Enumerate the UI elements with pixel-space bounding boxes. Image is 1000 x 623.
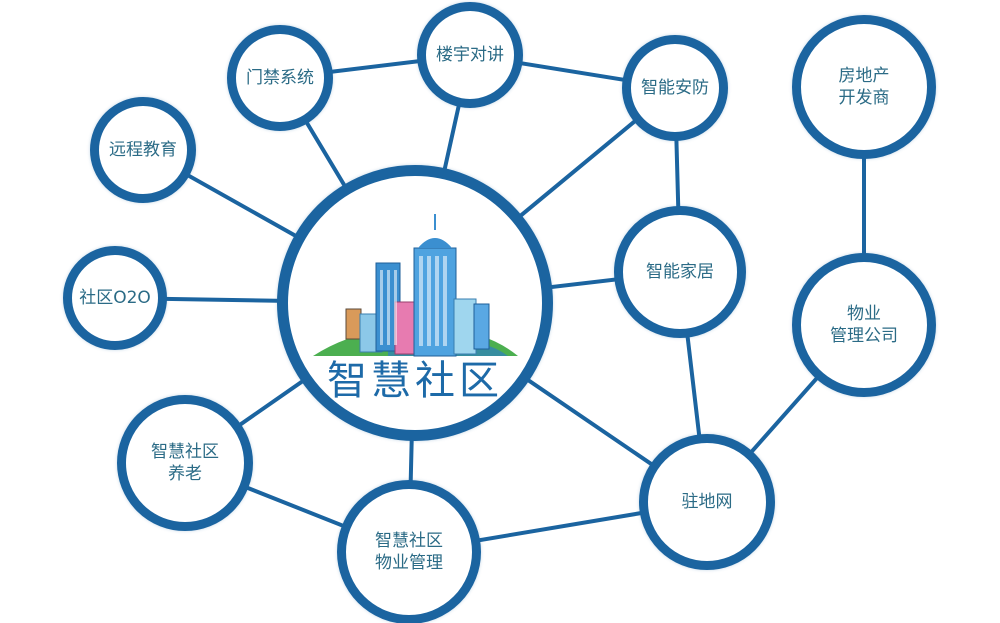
node-real-estate-developer[interactable]: 房地产 开发商 [792,15,936,159]
node-property-management[interactable]: 智慧社区 物业管理 [337,480,481,623]
node-label: 房地产 开发商 [838,66,890,108]
node-label: 远程教育 [109,140,177,160]
node-label: 驻地网 [681,492,733,512]
node-label: 智慧社区 物业管理 [375,531,443,573]
center-node-smart-community[interactable]: 智慧社区 [277,165,553,441]
node-smart-security[interactable]: 智能安防 [622,35,728,141]
node-label: 物业 管理公司 [830,304,898,346]
node-label: 智能家居 [646,262,714,282]
node-label: 智慧社区 养老 [151,442,219,484]
node-access-control[interactable]: 门禁系统 [227,25,333,131]
node-label: 楼宇对讲 [436,45,504,65]
node-remote-education[interactable]: 远程教育 [90,97,196,203]
city-buildings-icon [313,214,518,357]
node-label: 社区O2O [79,288,151,308]
node-building-intercom[interactable]: 楼宇对讲 [417,2,523,108]
node-label: 门禁系统 [246,68,314,88]
node-residential-network[interactable]: 驻地网 [639,434,775,570]
node-label: 智能安防 [641,78,709,98]
node-smart-home[interactable]: 智能家居 [614,206,746,338]
node-community-o2o[interactable]: 社区O2O [63,246,167,350]
node-elderly-care[interactable]: 智慧社区 养老 [117,395,253,531]
node-property-company[interactable]: 物业 管理公司 [792,253,936,397]
center-title: 智慧社区 [327,358,503,404]
